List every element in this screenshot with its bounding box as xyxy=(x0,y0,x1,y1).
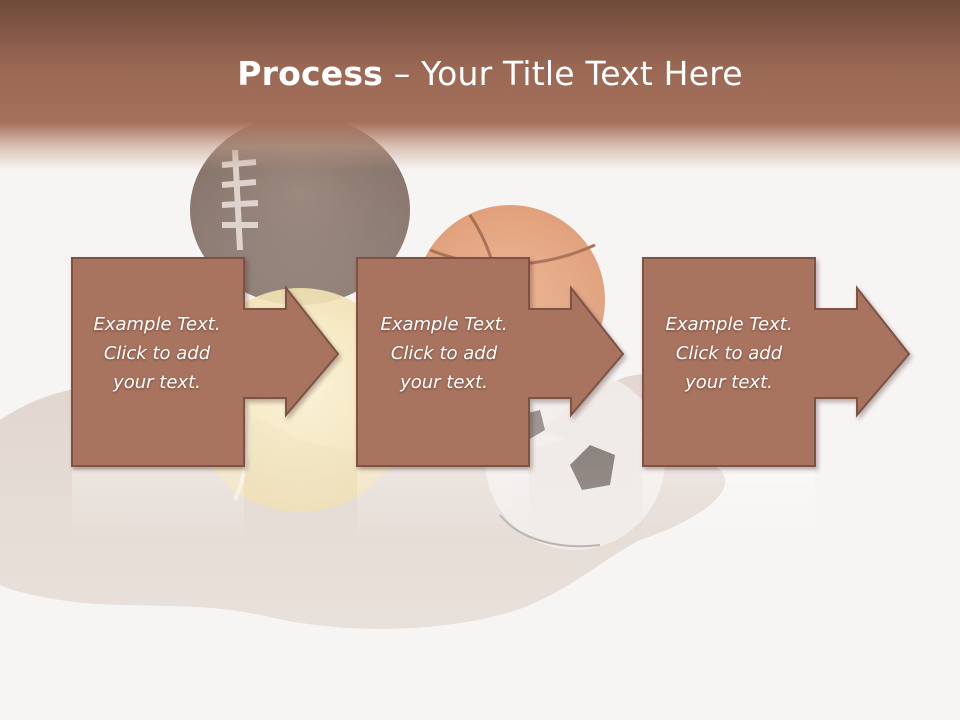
step-1-line-2: Click to add xyxy=(103,343,211,364)
step-2-text[interactable]: Example Text. Click to add your text. xyxy=(357,310,531,397)
title-rest: – Your Title Text Here xyxy=(383,54,743,93)
step-1-text[interactable]: Example Text. Click to add your text. xyxy=(70,310,244,397)
step-3-line-1: Example Text. xyxy=(665,314,793,335)
step-2-line-1: Example Text. xyxy=(380,314,508,335)
step-3-arrow-shape xyxy=(642,257,911,467)
step-2-arrow-shape xyxy=(356,257,625,467)
title-bold: Process xyxy=(237,54,384,93)
step-3-text[interactable]: Example Text. Click to add your text. xyxy=(642,310,816,397)
step-2-line-2: Click to add xyxy=(390,343,498,364)
step-1-arrow-shape xyxy=(71,257,340,467)
step-3-line-3: your text. xyxy=(685,372,773,393)
process-step-1[interactable] xyxy=(71,257,340,467)
step-reflections xyxy=(72,470,815,540)
step-1-line-3: your text. xyxy=(113,372,201,393)
step-3-line-2: Click to add xyxy=(675,343,783,364)
slide-title[interactable]: Process – Your Title Text Here xyxy=(0,54,960,93)
process-step-2[interactable] xyxy=(356,257,625,467)
step-2-line-3: your text. xyxy=(400,372,488,393)
process-step-3[interactable] xyxy=(642,257,911,467)
step-1-line-1: Example Text. xyxy=(93,314,221,335)
title-band xyxy=(0,0,960,170)
